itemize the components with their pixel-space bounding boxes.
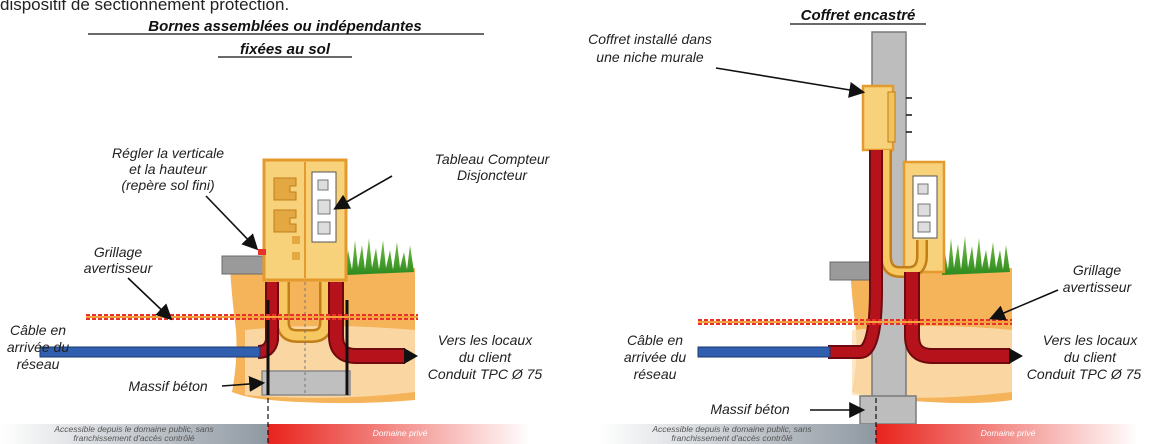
left-terminal-1 — [292, 236, 300, 244]
right-band-prive — [876, 424, 1138, 444]
right-conduit-arrowhead — [1009, 348, 1023, 364]
left-band-public — [0, 424, 268, 444]
left-cable — [39, 346, 261, 358]
left-red-marker — [258, 249, 266, 255]
right-label-cable-1: Câble en — [627, 332, 683, 348]
right-diagram: Coffret encastré — [588, 7, 1141, 444]
left-leader-massif — [221, 375, 266, 392]
right-conduit-out — [906, 272, 1010, 362]
right-conduit-in — [828, 150, 881, 357]
left-label-cable-3: réseau — [17, 356, 60, 372]
right-band-public-2: franchissement d'accès contrôlé — [671, 433, 792, 443]
left-conduit-arrowhead — [404, 348, 418, 364]
left-band-prive-label: Domaine privé — [373, 428, 428, 438]
left-band-public-1: Accessible depuis le domaine public, san… — [53, 424, 214, 434]
right-label-grillage-1: Grillage — [1073, 262, 1121, 278]
left-label-massif: Massif béton — [128, 378, 208, 394]
right-label-coffret-1: Coffret installé dans — [588, 31, 712, 47]
right-label-vers-1: Vers les locaux — [1043, 332, 1138, 348]
left-diagram: Bornes assemblées ou indépendantes fixée… — [0, 18, 551, 444]
right-label-cable-3: réseau — [634, 366, 677, 382]
right-label-massif: Massif béton — [710, 401, 790, 417]
left-terminal-2 — [292, 252, 300, 260]
left-label-regler-3: (repère sol fini) — [121, 177, 214, 193]
left-fuse-1 — [273, 177, 297, 201]
left-title-line1: Bornes assemblées ou indépendantes — [148, 18, 421, 35]
left-leader-grillage — [127, 277, 173, 321]
right-label-vers-3: Conduit TPC Ø 75 — [1027, 366, 1142, 382]
right-label-coffret-2: une niche murale — [596, 49, 704, 65]
left-label-cable-2: arrivée du — [7, 339, 69, 355]
left-support-bar — [221, 255, 267, 275]
right-grass — [942, 236, 1010, 275]
left-label-regler-2: et la hauteur — [129, 161, 208, 177]
left-massif — [261, 370, 351, 396]
top-text: dispositif de sectionnement protection. — [0, 0, 289, 14]
left-grass — [346, 238, 414, 275]
left-label-vers-1: Vers les locaux — [438, 332, 533, 348]
left-label-tableau-2: Disjoncteur — [457, 167, 528, 183]
left-conduit-out — [330, 282, 405, 362]
right-leader-grillage — [989, 289, 1059, 321]
left-label-cable-1: Câble en — [10, 322, 66, 338]
right-label-grillage-2: avertisseur — [1063, 279, 1133, 295]
right-band-public-1: Accessible depuis le domaine public, san… — [651, 424, 812, 434]
left-label-grillage-2: avertisseur — [84, 260, 154, 276]
right-band-public — [598, 424, 876, 444]
right-leader-coffret — [715, 67, 866, 98]
right-band-prive-label: Domaine privé — [981, 428, 1036, 438]
left-leader-regler — [205, 195, 259, 251]
right-cable — [697, 346, 831, 358]
left-fuse-2 — [273, 209, 297, 233]
left-band-public-2: franchissement d'accès contrôlé — [73, 433, 194, 443]
left-label-tableau-1: Tableau Compteur — [435, 151, 551, 167]
left-leader-tableau — [333, 175, 393, 210]
left-band-prive — [268, 424, 530, 444]
right-label-vers-2: du client — [1064, 349, 1117, 365]
right-label-cable-2: arrivée du — [624, 349, 686, 365]
left-title-line2: fixées au sol — [240, 41, 331, 58]
right-massif — [859, 395, 917, 425]
left-label-vers-3: Conduit TPC Ø 75 — [428, 366, 543, 382]
left-label-vers-2: du client — [459, 349, 512, 365]
left-label-grillage-1: Grillage — [94, 244, 142, 260]
right-title: Coffret encastré — [801, 7, 916, 24]
left-label-regler-1: Régler la verticale — [112, 145, 224, 161]
